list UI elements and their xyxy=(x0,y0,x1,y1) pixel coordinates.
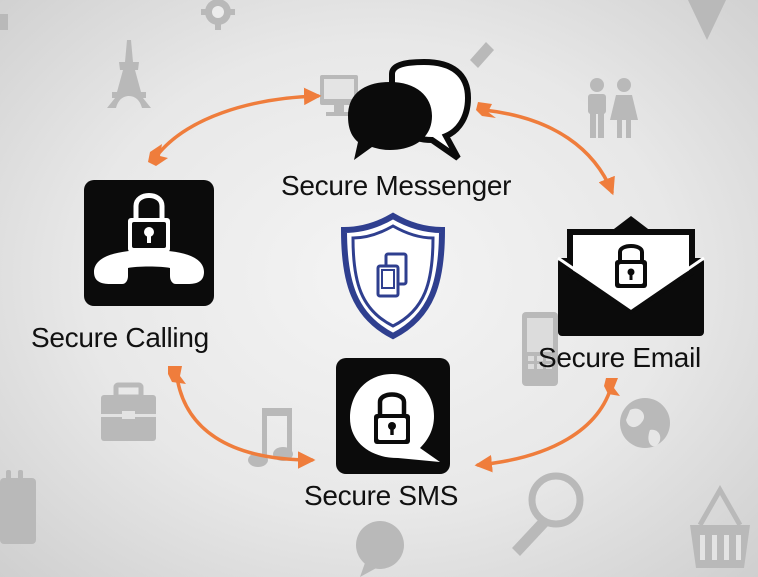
globe-icon xyxy=(620,398,670,448)
node-secure-sms xyxy=(336,358,450,474)
arrow-sms-to-calling xyxy=(174,368,316,469)
label-secure-messenger: Secure Messenger xyxy=(281,170,512,201)
node-secure-calling xyxy=(84,180,214,306)
arrow-email-to-sms xyxy=(474,382,614,473)
arrow-calling-to-messenger xyxy=(153,87,322,160)
envelope-lock-icon xyxy=(557,216,705,336)
notepad-icon xyxy=(0,470,36,544)
briefcase-icon xyxy=(101,382,156,441)
speech-bubbles-icon xyxy=(348,58,472,161)
window-fragment-icon xyxy=(0,14,8,30)
chat-bubble-icon xyxy=(356,521,404,577)
map-pin-icon xyxy=(688,0,726,40)
magnifier-icon xyxy=(512,472,584,556)
label-secure-sms: Secure SMS xyxy=(304,480,459,511)
music-note-icon xyxy=(248,408,293,467)
node-secure-email xyxy=(556,212,706,338)
shield-devices-icon xyxy=(340,212,446,340)
arrow-messenger-to-email xyxy=(482,108,615,196)
people-icon xyxy=(588,78,638,138)
mobile-phone-icon xyxy=(522,312,558,386)
label-secure-calling: Secure Calling xyxy=(31,322,209,353)
label-secure-email: Secure Email xyxy=(538,342,701,373)
gear-icon xyxy=(201,0,235,30)
eiffel-tower-icon xyxy=(107,40,151,108)
phone-lock-icon xyxy=(84,180,214,306)
shopping-basket-icon xyxy=(690,484,750,568)
monitor-icon xyxy=(320,75,358,116)
pencil-icon xyxy=(470,42,494,68)
sms-lock-icon xyxy=(336,358,450,474)
node-secure-messenger xyxy=(340,56,474,166)
center-shield xyxy=(340,212,446,340)
